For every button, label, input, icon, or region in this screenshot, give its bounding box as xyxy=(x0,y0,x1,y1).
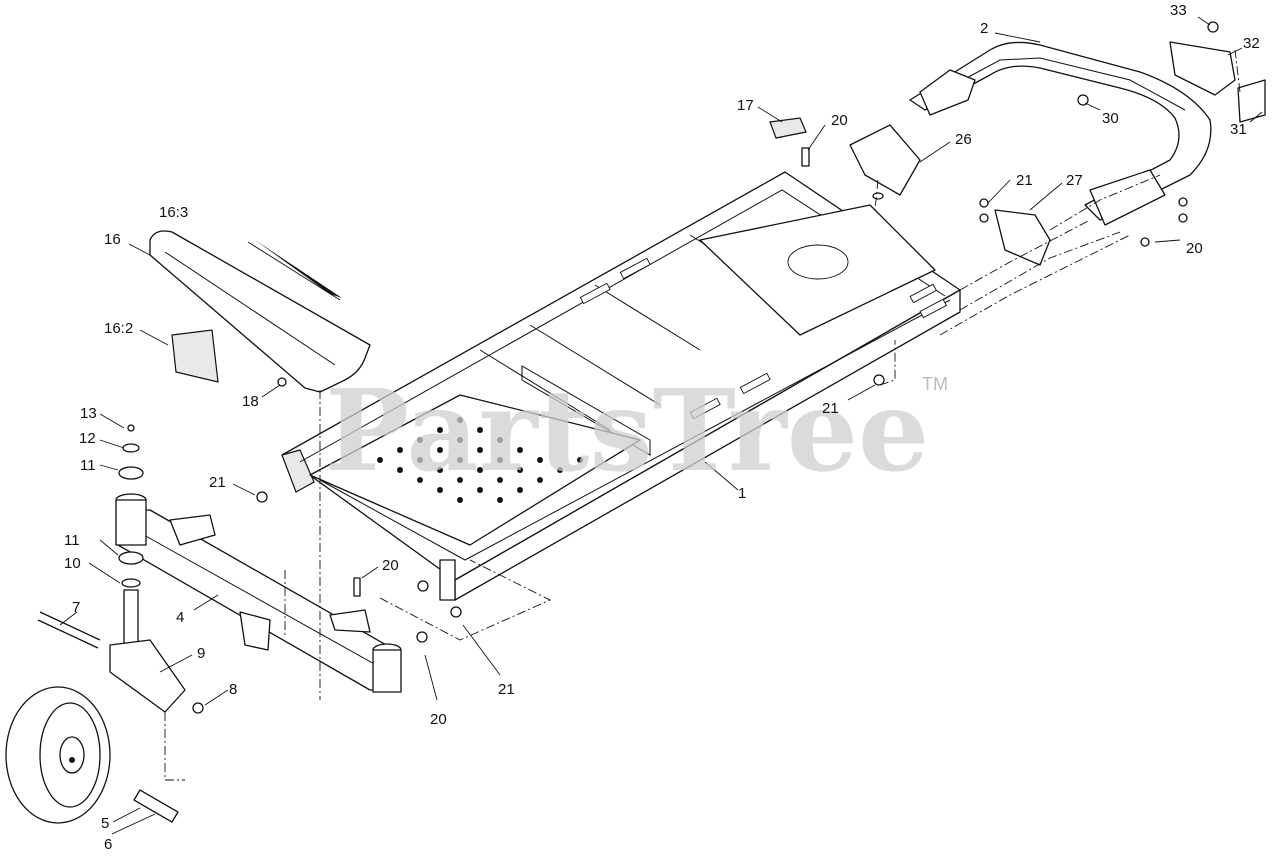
callout-20-rear: 20 xyxy=(1186,240,1203,257)
callout-33: 33 xyxy=(1170,2,1187,19)
assembly-lines xyxy=(164,49,1241,781)
bracket-26 xyxy=(849,124,921,200)
callout-6: 6 xyxy=(104,836,112,853)
callout-10: 10 xyxy=(64,555,81,572)
callout-8: 8 xyxy=(229,681,237,698)
watermark: PartsTree TM xyxy=(325,366,948,497)
floor-plate-holes xyxy=(377,417,583,503)
watermark-brand: PartsTree xyxy=(325,366,929,497)
callout-32: 32 xyxy=(1243,35,1260,52)
front-axle xyxy=(115,493,402,693)
callout-7: 7 xyxy=(72,599,80,616)
callout-17: 17 xyxy=(737,97,754,114)
bracket-32 xyxy=(1169,41,1236,96)
callout-11-upper: 11 xyxy=(80,457,96,474)
callout-11-lower: 11 xyxy=(64,532,80,549)
callout-16-3: 16:3 xyxy=(159,204,188,221)
caster-wheel xyxy=(5,686,179,824)
callout-21-rear: 21 xyxy=(1016,172,1033,189)
callout-2: 2 xyxy=(980,20,988,37)
callout-16: 16 xyxy=(104,231,121,248)
callout-12: 12 xyxy=(79,430,96,447)
callout-21-mid: 21 xyxy=(822,400,839,417)
callout-9: 9 xyxy=(197,645,205,662)
leader-lines xyxy=(59,16,1263,835)
rear-hoop xyxy=(909,41,1212,226)
callout-18: 18 xyxy=(242,393,259,410)
bracket-27 xyxy=(994,209,1051,266)
callout-26: 26 xyxy=(955,131,972,148)
callout-20-axle: 20 xyxy=(382,557,399,574)
callout-13: 13 xyxy=(80,405,97,422)
main-frame xyxy=(281,171,961,601)
callout-21-bottom: 21 xyxy=(498,681,515,698)
caster-fork xyxy=(37,443,186,713)
callout-1: 1 xyxy=(738,485,746,502)
callout-31: 31 xyxy=(1230,121,1247,138)
cover-16 xyxy=(149,230,371,393)
callout-20-top: 20 xyxy=(831,112,848,129)
callout-30: 30 xyxy=(1102,110,1119,127)
callout-4: 4 xyxy=(176,609,184,626)
callout-21-left: 21 xyxy=(209,474,226,491)
callouts: 1 2 4 5 6 7 8 9 10 11 11 12 13 16 16:2 1… xyxy=(64,2,1260,853)
callout-5: 5 xyxy=(101,815,109,832)
callout-16-2: 16:2 xyxy=(104,320,133,337)
fasteners xyxy=(127,21,1219,714)
watermark-trademark: TM xyxy=(922,374,948,394)
decal-17 xyxy=(769,117,807,139)
callout-20-bottom: 20 xyxy=(430,711,447,728)
callout-27: 27 xyxy=(1066,172,1083,189)
plate-31 xyxy=(1237,79,1266,123)
